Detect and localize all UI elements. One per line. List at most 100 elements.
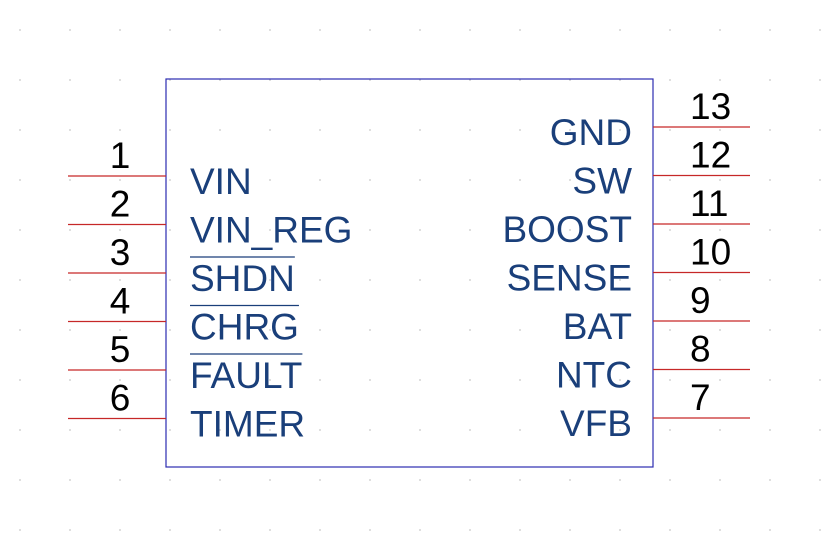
- grid-dot: [219, 179, 221, 181]
- grid-dot: [219, 429, 221, 431]
- grid-dot: [319, 429, 321, 431]
- pin-number: 2: [110, 184, 131, 225]
- grid-dot: [269, 379, 271, 381]
- grid-dot: [519, 379, 521, 381]
- grid-dot: [519, 179, 521, 181]
- grid-dot: [819, 29, 821, 31]
- grid-dot: [819, 529, 821, 531]
- grid-dot: [419, 479, 421, 481]
- pin-name: BOOST: [502, 209, 632, 250]
- grid-dot: [19, 379, 21, 381]
- grid-dot: [19, 79, 21, 81]
- grid-dot: [569, 479, 571, 481]
- grid-dot: [569, 129, 571, 131]
- pin-number: 7: [690, 377, 711, 418]
- grid-dot: [119, 329, 121, 331]
- grid-dot: [219, 329, 221, 331]
- grid-dot: [669, 529, 671, 531]
- grid-dot: [69, 29, 71, 31]
- grid-dot: [369, 529, 371, 531]
- pin-name: NTC: [556, 355, 632, 396]
- pin-number: 4: [110, 281, 131, 322]
- grid-dot: [769, 329, 771, 331]
- pin-number: 6: [110, 378, 131, 419]
- grid-dot: [419, 429, 421, 431]
- grid-dot: [269, 429, 271, 431]
- pin-number: 8: [690, 329, 711, 370]
- grid-dot: [369, 429, 371, 431]
- grid-dot: [719, 329, 721, 331]
- grid-dot: [119, 179, 121, 181]
- grid-dot: [19, 479, 21, 481]
- grid-dot: [119, 529, 121, 531]
- grid-dot: [669, 379, 671, 381]
- grid-dot: [669, 479, 671, 481]
- grid-dot: [119, 479, 121, 481]
- grid-dot: [619, 229, 621, 231]
- grid-dot: [169, 529, 171, 531]
- grid-dot: [769, 379, 771, 381]
- grid-dot: [469, 179, 471, 181]
- grid-dot: [269, 479, 271, 481]
- grid-dot: [569, 429, 571, 431]
- grid-dot: [619, 29, 621, 31]
- grid-dot: [169, 29, 171, 31]
- grid-dot: [119, 429, 121, 431]
- grid-dot: [369, 179, 371, 181]
- pin-name: CHRG: [190, 307, 299, 348]
- grid-dot: [469, 229, 471, 231]
- grid-dot: [819, 229, 821, 231]
- grid-dot: [519, 429, 521, 431]
- grid-dot: [19, 429, 21, 431]
- grid-dot: [219, 229, 221, 231]
- grid-dot: [269, 229, 271, 231]
- grid-dot: [619, 279, 621, 281]
- pin-name: FAULT: [190, 355, 302, 396]
- grid-dot: [269, 529, 271, 531]
- grid-dot: [669, 29, 671, 31]
- grid-dot: [169, 379, 171, 381]
- grid-dot: [769, 279, 771, 281]
- grid-dot: [719, 279, 721, 281]
- pin-number: 5: [110, 329, 131, 370]
- grid-dot: [819, 429, 821, 431]
- grid-dot: [419, 329, 421, 331]
- grid-dot: [419, 279, 421, 281]
- grid-dot: [119, 229, 121, 231]
- grid-dot: [269, 179, 271, 181]
- pin-number: 1: [110, 135, 131, 176]
- grid-dot: [619, 129, 621, 131]
- grid-dot: [19, 329, 21, 331]
- grid-dot: [719, 529, 721, 531]
- grid-dot: [269, 129, 271, 131]
- grid-dot: [219, 379, 221, 381]
- grid-dot: [819, 179, 821, 181]
- grid-dot: [769, 529, 771, 531]
- grid-dot: [69, 479, 71, 481]
- grid-dot: [469, 129, 471, 131]
- grid-dot: [619, 379, 621, 381]
- grid-dot: [469, 29, 471, 31]
- grid-dot: [219, 129, 221, 131]
- grid-dot: [469, 429, 471, 431]
- pin-number: 12: [690, 135, 731, 176]
- grid-dot: [119, 279, 121, 281]
- grid-dot: [819, 279, 821, 281]
- grid-dot: [719, 129, 721, 131]
- grid-dot: [319, 379, 321, 381]
- grid-dot: [419, 379, 421, 381]
- grid-dot: [269, 279, 271, 281]
- grid-dot: [469, 329, 471, 331]
- grid-dot: [769, 429, 771, 431]
- grid-dot: [769, 229, 771, 231]
- grid-dot: [19, 29, 21, 31]
